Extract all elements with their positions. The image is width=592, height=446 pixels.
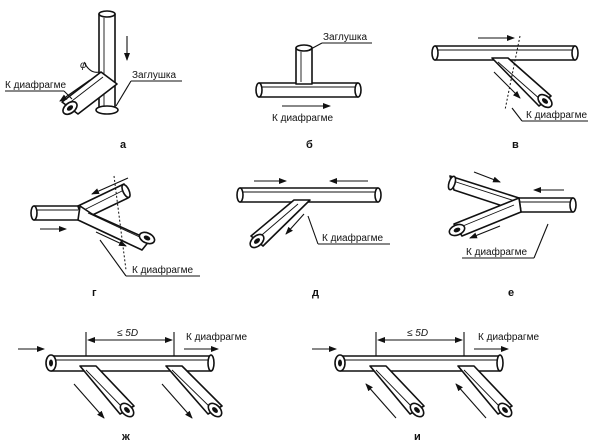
- angle-guide: [504, 35, 521, 111]
- flow-arrow-icon: [493, 71, 521, 99]
- label-plug: Заглушка: [132, 70, 176, 81]
- label-to-diaphragm: К диафрагме: [478, 331, 539, 343]
- pipe-end: [496, 354, 504, 372]
- label-to-diaphragm: К диафрагме: [322, 232, 383, 244]
- pipe-opening-icon: [354, 82, 362, 98]
- flow-arrow-icon: [73, 383, 105, 419]
- flow-arrow-icon: [469, 225, 501, 239]
- horizontal-pipe: [516, 197, 574, 213]
- angle-label: φ: [80, 60, 87, 71]
- pipe-end: [207, 354, 215, 372]
- caption-d: д: [312, 287, 319, 299]
- flow-arrow-icon: [91, 177, 129, 195]
- horizontal-pipe: [258, 82, 359, 98]
- pipe-opening-icon: [447, 175, 457, 191]
- pipe-end: [431, 45, 439, 61]
- pipe-opening-icon: [121, 183, 131, 199]
- branch-pipe: [250, 199, 311, 247]
- lower-branch: [453, 197, 522, 237]
- plug-disc: [95, 105, 119, 115]
- label-to-diaphragm: К диафрагме: [272, 112, 333, 124]
- panel-a: φ К диафрагме Заглушка а: [5, 10, 182, 151]
- label-to-diaphragm: К диафрагме: [5, 79, 66, 91]
- flow-arrow-icon: [95, 231, 127, 247]
- caption-a: а: [120, 139, 127, 151]
- pipe-opening-icon: [236, 187, 244, 203]
- pipe-opening-icon: [571, 45, 579, 61]
- panel-i: ≤ 5D К диафрагме и: [312, 328, 539, 443]
- panel-d: К диафрагме д: [236, 178, 390, 299]
- pipe-end: [255, 82, 263, 98]
- pipe-end: [30, 205, 38, 221]
- flow-arrow-icon: [473, 171, 501, 183]
- lower-branch: [77, 205, 151, 251]
- flow-arrow-icon: [161, 383, 193, 419]
- caption-e: е: [508, 287, 514, 299]
- panel-b: Заглушка К диафрагме б: [255, 32, 372, 151]
- label-to-diaphragm: К диафрагме: [132, 264, 193, 276]
- panel-e: К диафрагме е: [447, 171, 577, 299]
- panel-g: К диафрагме г: [30, 175, 200, 299]
- label-plug: Заглушка: [323, 32, 367, 43]
- label-to-diaphragm: К диафрагме: [186, 331, 247, 343]
- pipe-opening-icon: [374, 187, 382, 203]
- flow-arrow-icon: [365, 383, 397, 419]
- flow-arrow-icon: [285, 213, 305, 235]
- label-to-diaphragm: К диафрагме: [466, 246, 527, 258]
- flow-arrow-icon: [59, 79, 91, 102]
- horizontal-pipe: [50, 355, 212, 372]
- caption-zh: ж: [121, 431, 130, 443]
- angle-arc: [83, 61, 100, 73]
- spacing-label: ≤ 5D: [117, 328, 138, 339]
- pipe-end: [569, 197, 577, 213]
- spacing-label: ≤ 5D: [407, 328, 428, 339]
- panel-v: К диафрагме в: [431, 35, 588, 151]
- label-to-diaphragm: К диафрагме: [526, 109, 587, 121]
- caption-b: б: [306, 139, 313, 151]
- panel-zh: ≤ 5D К диафрагме ж: [18, 328, 247, 443]
- stub-pipe: [295, 47, 313, 85]
- flow-arrow-icon: [455, 383, 487, 419]
- pipe-opening-icon: [98, 10, 116, 18]
- horizontal-pipe: [33, 205, 81, 221]
- caption-i: и: [414, 431, 421, 443]
- caption-v: в: [512, 139, 519, 151]
- caption-g: г: [92, 287, 97, 299]
